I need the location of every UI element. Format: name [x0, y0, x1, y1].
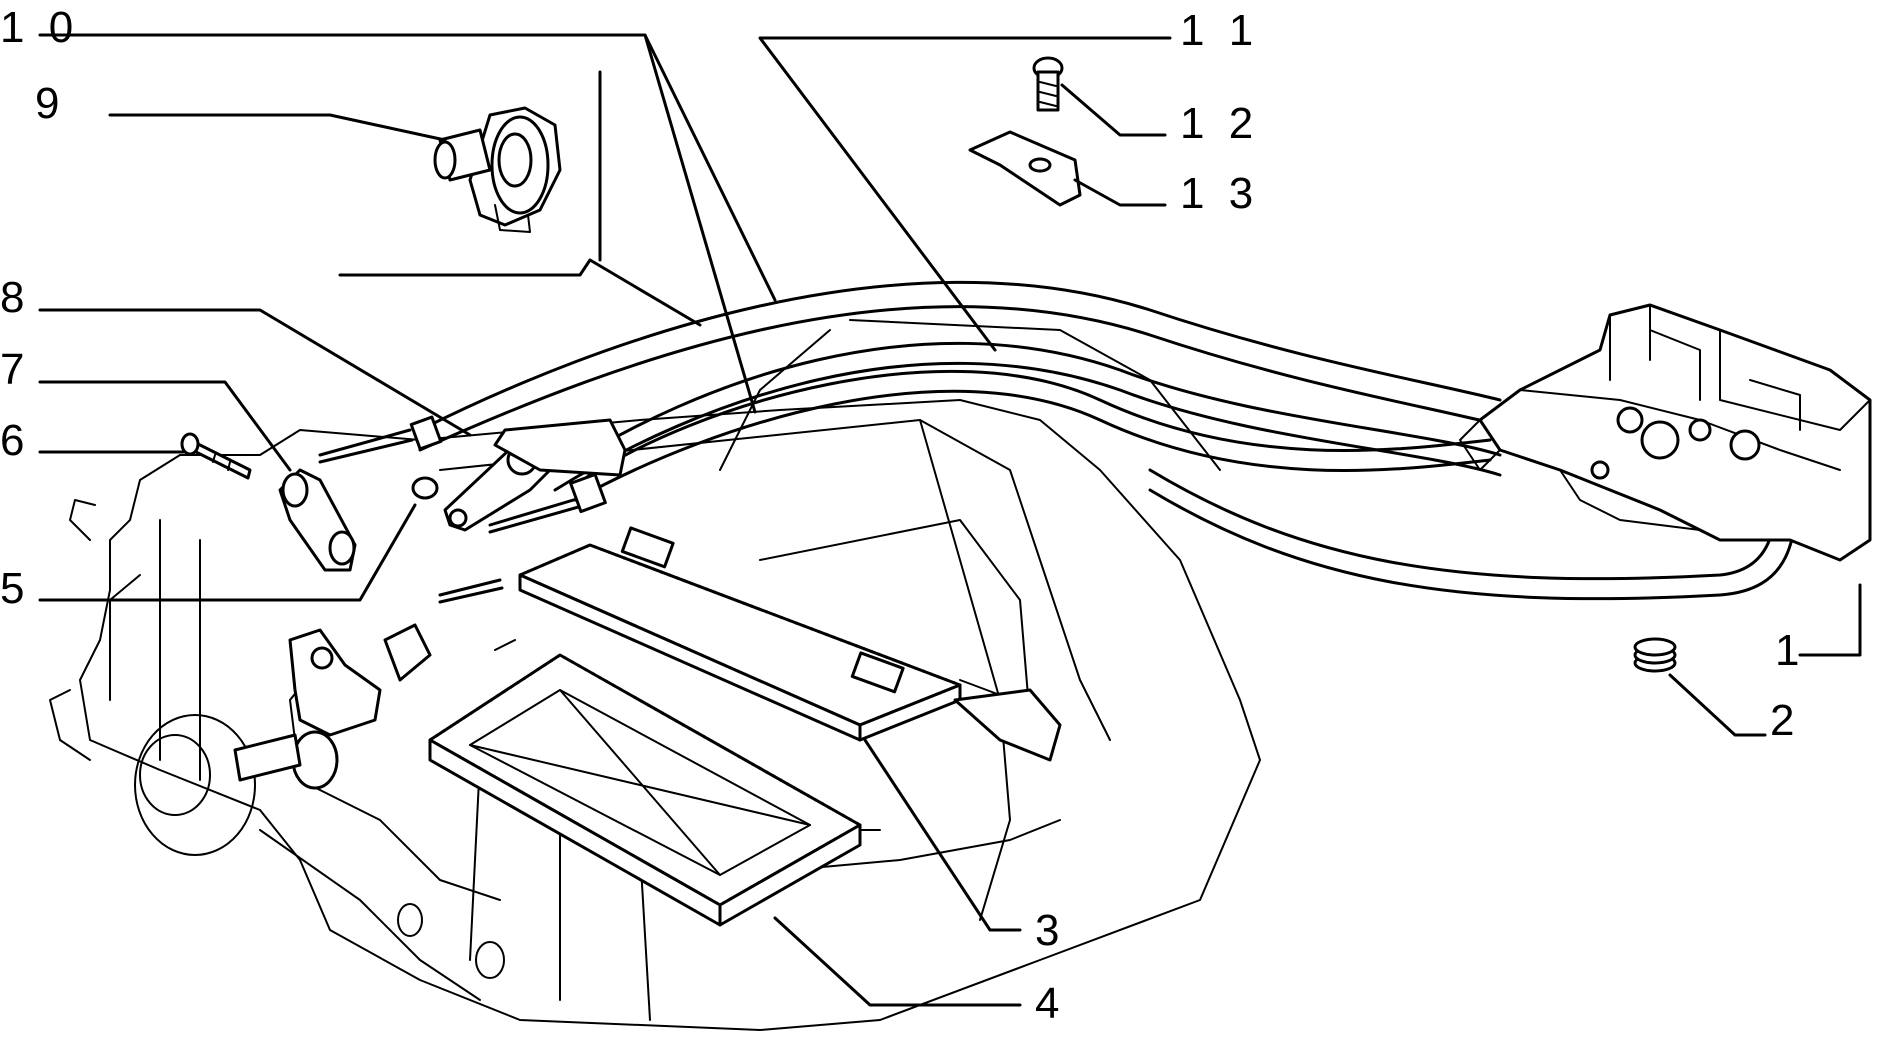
callout-7: 7 — [0, 345, 30, 394]
callout-6: 6 — [0, 416, 30, 465]
knob-part — [433, 106, 562, 233]
screw-part — [1032, 56, 1064, 112]
callout-4: 4 — [1035, 979, 1065, 1028]
spring-part — [1633, 637, 1677, 673]
callout-5: 5 — [0, 564, 30, 613]
callout-3: 3 — [1035, 906, 1065, 955]
callout-2: 2 — [1770, 696, 1800, 745]
callout-1: 1 — [1775, 626, 1805, 675]
filter-frame-part — [427, 639, 881, 927]
lever-arm-part — [493, 418, 627, 477]
callout-12: 1 2 — [1180, 99, 1259, 148]
control-panel-assembly — [1459, 303, 1872, 562]
callout-9: 9 — [35, 79, 65, 128]
callout-11: 1 1 — [1180, 6, 1259, 55]
bracket-part — [278, 468, 357, 572]
lever-linkage — [233, 623, 432, 790]
leader-lines — [38, 33, 1862, 1007]
pin-part — [180, 432, 252, 480]
heater-housing — [49, 319, 1261, 1031]
callout-8: 8 — [0, 273, 30, 322]
clip-part — [968, 130, 1082, 207]
callout-10: 1 0 — [0, 3, 79, 52]
callout-13: 1 3 — [1180, 169, 1259, 218]
control-cables — [318, 280, 1798, 604]
panel-plate-part — [516, 526, 1062, 762]
